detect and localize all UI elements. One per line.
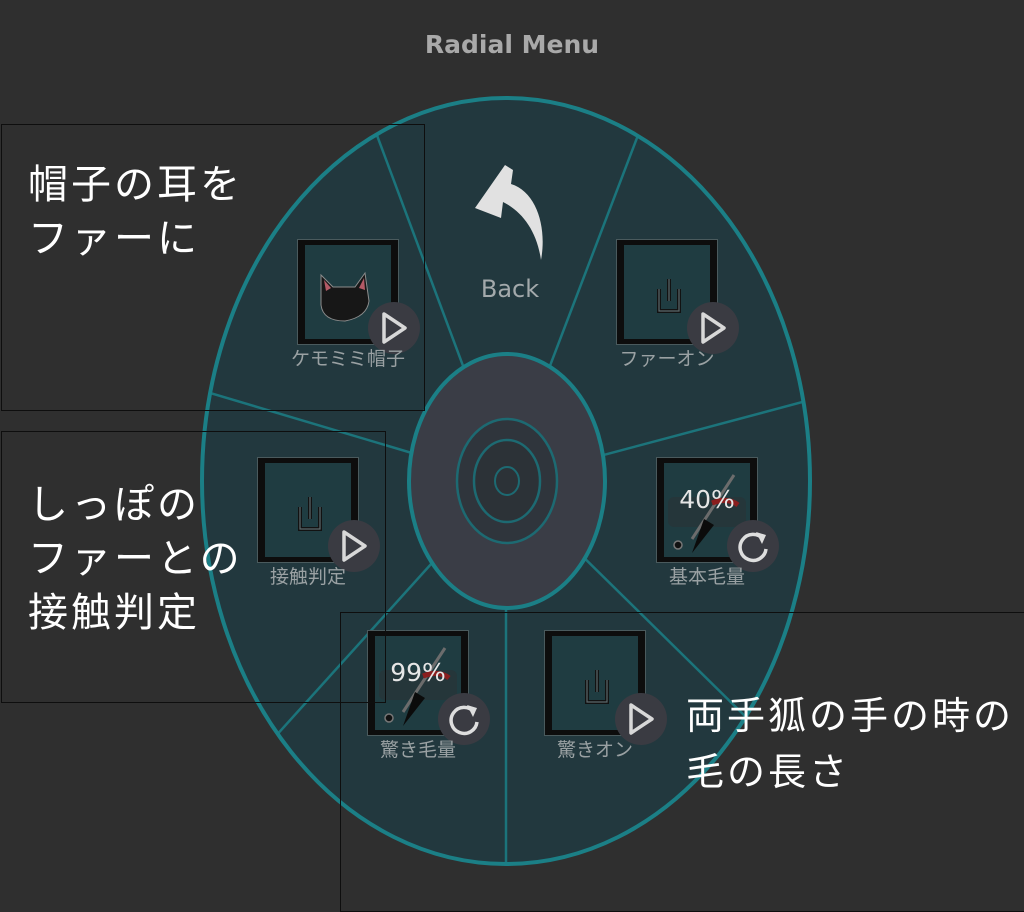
- cat-ears-hat-icon: [320, 271, 370, 322]
- submenu-badge: [328, 520, 380, 572]
- menu-item-contact-detection[interactable]: 接触判定: [258, 458, 380, 588]
- power-icon: [585, 670, 609, 704]
- annotation-text-hat: 帽子の耳を ファーに: [28, 162, 243, 262]
- play-submenu-icon: [382, 312, 407, 344]
- back-button[interactable]: Back: [465, 160, 555, 320]
- menu-item-fur-on[interactable]: ファーオン: [617, 240, 739, 370]
- radial-puppet-icon: [384, 647, 451, 726]
- rotate-icon: [449, 705, 479, 736]
- item-label: 驚きオン: [556, 739, 633, 761]
- power-icon: [657, 279, 681, 313]
- menu-item-base-fur-amount[interactable]: 40% 基本毛量: [657, 458, 779, 588]
- rotate-badge: [727, 520, 779, 572]
- submenu-badge: [615, 693, 667, 745]
- annotation-text-hands: 両手狐の手の時の 毛の長さ: [686, 694, 1015, 794]
- item-label: 接触判定: [269, 566, 346, 588]
- center-button[interactable]: [407, 352, 607, 610]
- item-frame: [298, 240, 398, 344]
- menu-item-surprise-fur-amount[interactable]: 99% 驚き毛量: [368, 631, 490, 761]
- rotate-badge: [438, 693, 490, 745]
- value-percent: 99%: [390, 658, 446, 687]
- submenu-badge: [687, 302, 739, 354]
- item-label: ケモミミ帽子: [290, 348, 405, 370]
- menu-item-surprise-on[interactable]: 驚きオン: [545, 631, 667, 761]
- back-arrow-icon: [475, 165, 543, 260]
- item-label: ファーオン: [619, 348, 715, 370]
- item-label: 基本毛量: [668, 566, 745, 588]
- submenu-badge: [368, 302, 420, 354]
- rotate-icon: [738, 532, 768, 563]
- outer-ring: [200, 96, 812, 866]
- window-title: Radial Menu: [424, 30, 600, 59]
- annotation-text-tail: しっぽの ファーとの 接触判定: [28, 482, 243, 636]
- item-label: 驚き毛量: [379, 739, 456, 761]
- annotation-box-tail: [1, 431, 386, 703]
- annotation-box-hat: [1, 124, 425, 411]
- power-icon: [298, 497, 322, 531]
- menu-item-kemomimi-hat[interactable]: ケモミミ帽子: [291, 240, 420, 370]
- back-label: Back: [480, 275, 540, 303]
- play-submenu-icon: [629, 703, 654, 735]
- play-submenu-icon: [701, 312, 726, 344]
- play-submenu-icon: [342, 530, 367, 562]
- radial-puppet-icon: [673, 474, 740, 553]
- item-frame: 40%: [657, 458, 757, 562]
- value-percent: 40%: [679, 485, 735, 514]
